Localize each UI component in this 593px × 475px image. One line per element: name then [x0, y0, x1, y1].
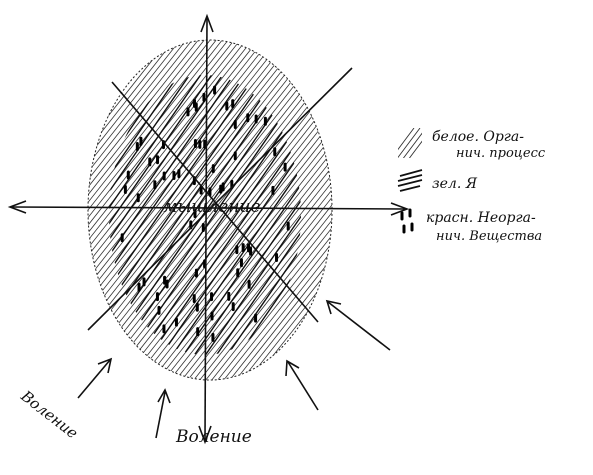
legend: белое. Орга- нич. процесс зел. Я красн. …: [390, 128, 546, 244]
legend-item-red: красн. Неорга- нич. Вещества: [402, 210, 542, 244]
legend-symbol-fine-hatch: [390, 128, 432, 160]
legend-symbol-heavy-hatch: [398, 170, 422, 191]
fine-hatch-line: [0, 20, 190, 400]
fine-hatch-line: [538, 20, 593, 400]
center-label: мышление: [163, 197, 260, 217]
heavy-hatch-line: [532, 70, 593, 360]
heavy-hatch-line: [0, 70, 72, 360]
legend-item-green: зел. Я: [398, 170, 478, 192]
fine-hatch-line: [580, 20, 593, 400]
fine-hatch-line: [586, 20, 593, 400]
fine-hatch-line: [544, 20, 593, 400]
heavy-hatch-line: [0, 70, 50, 360]
legend-white-line1: белое. Орга-: [432, 129, 524, 145]
fine-hatch-line: [0, 20, 172, 400]
fine-hatch-line: [526, 20, 593, 400]
fine-hatch-line: [574, 20, 593, 400]
heavy-hatch-line: [543, 70, 593, 360]
fine-hatch-line: [0, 20, 100, 400]
heavy-hatch-line: [0, 70, 138, 360]
vertical-axis: [205, 18, 207, 440]
corner-label: Воление: [17, 386, 82, 442]
fine-hatch-line: [568, 20, 593, 400]
fine-hatch-line: [0, 20, 184, 400]
fine-hatch-line: [0, 20, 142, 400]
heavy-hatch-line: [0, 70, 94, 360]
legend-red-line1: красн. Неорга-: [426, 210, 536, 226]
heavy-hatch-line: [0, 70, 61, 360]
bottom-label: Воление: [175, 427, 252, 447]
legend-symbol-red-dashes: [402, 210, 412, 232]
heavy-hatch-line: [0, 70, 83, 360]
heavy-hatch-line: [554, 70, 593, 360]
fine-hatch-line: [556, 20, 593, 400]
fine-hatch-line: [532, 20, 593, 400]
legend-white-line2: нич. процесс: [456, 146, 546, 161]
fine-hatch-line: [562, 20, 593, 400]
legend-red-line2: нич. Вещества: [436, 229, 542, 244]
fine-hatch-line: [0, 20, 154, 400]
legend-item-white: белое. Орга- нич. процесс: [390, 128, 546, 161]
heavy-hatch-line: [0, 70, 116, 360]
fine-hatch-line: [0, 20, 148, 400]
heavy-hatch-line: [0, 70, 171, 360]
fine-hatch-line: [550, 20, 593, 400]
heavy-hatch-line: [0, 70, 105, 360]
legend-green-text: зел. Я: [432, 176, 478, 192]
fine-hatch-line: [0, 20, 136, 400]
heavy-hatch-line: [235, 70, 435, 360]
